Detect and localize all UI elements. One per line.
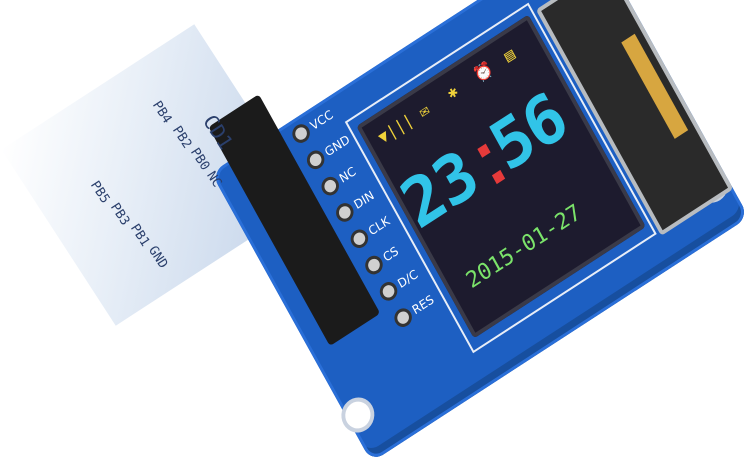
pin [395,309,412,327]
signal-icon: ▼||| [374,109,417,148]
pin [351,230,368,248]
clock-colon-dot [477,143,491,158]
pin [366,256,382,274]
pin [380,282,397,300]
mail-icon: ✉ [415,99,433,122]
oled-module-pcb: VCC GND NC DIN CLK CS D/C RES ▼||| ✉ ✱ ⏰… [208,0,749,463]
pin [307,151,324,169]
clock-colon-dot [491,169,506,185]
pin-label-din: DIN [351,187,377,213]
mounting-hole [340,396,376,434]
pin-label-clk: CLK [366,213,393,239]
pin-label-gnd: GND [322,132,353,160]
pin-label-dc: D/C [395,266,421,291]
pin-label-nc: NC [336,164,359,186]
pin [322,177,339,195]
battery-icon: ▤ [500,43,519,66]
pin [336,203,353,221]
alarm-icon: ⏰ [470,57,497,86]
pin-label-cs: CS [380,243,401,265]
pin-label-vcc: VCC [307,107,336,134]
bluetooth-icon: ✱ [443,80,461,103]
flex-contacts [621,33,689,139]
pin [293,125,310,143]
clock-minutes: 56 [477,77,579,187]
pin-label-res: RES [409,292,437,318]
